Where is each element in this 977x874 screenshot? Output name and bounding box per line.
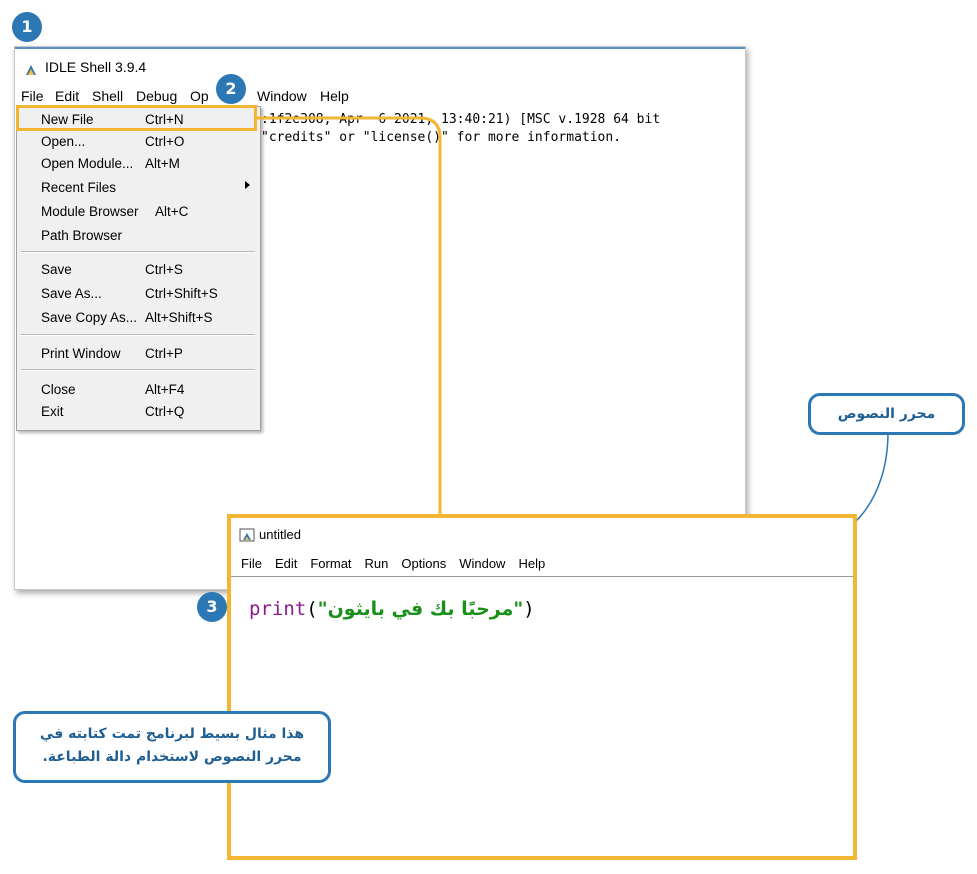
menu-edit[interactable]: Edit bbox=[55, 88, 80, 104]
menu-item-new-file[interactable]: New File Ctrl+N bbox=[17, 109, 260, 131]
submenu-arrow-icon bbox=[245, 181, 250, 189]
step-badge-2: 2 bbox=[216, 74, 246, 104]
menu-item-shortcut: Alt+M bbox=[145, 156, 180, 171]
menu-item-shortcut: Ctrl+S bbox=[145, 262, 183, 277]
document-icon bbox=[239, 528, 255, 542]
menu-separator bbox=[21, 369, 255, 371]
menu-item-label: Exit bbox=[41, 404, 64, 419]
step-badge-3: 3 bbox=[197, 592, 227, 622]
step-badge-1: 1 bbox=[12, 12, 42, 42]
menu-item-path-browser[interactable]: Path Browser bbox=[17, 225, 260, 247]
menu-item-label: Save Copy As... bbox=[41, 310, 138, 325]
example-callout: هذا مثال بسيط لبرنامج تمت كتابته في محرر… bbox=[13, 711, 331, 783]
code-paren-close: ) bbox=[523, 598, 535, 620]
editor-menu-help[interactable]: Help bbox=[518, 556, 546, 571]
menu-item-shortcut: Alt+Shift+S bbox=[145, 310, 213, 325]
new-file-connector bbox=[257, 116, 442, 518]
menu-item-shortcut: Alt+F4 bbox=[145, 382, 185, 397]
menu-item-shortcut: Ctrl+P bbox=[145, 346, 183, 361]
example-callout-line1: هذا مثال بسيط لبرنامج تمت كتابته في bbox=[39, 726, 305, 742]
menu-window[interactable]: Window bbox=[257, 88, 307, 104]
menu-item-label: Recent Files bbox=[41, 180, 117, 195]
menu-item-shortcut: Alt+C bbox=[155, 204, 189, 219]
code-paren-open: ( bbox=[306, 598, 318, 620]
menu-item-label: Module Browser bbox=[41, 204, 139, 219]
menu-shell[interactable]: Shell bbox=[92, 88, 124, 104]
editor-menu-window[interactable]: Window bbox=[459, 556, 506, 571]
menu-item-open[interactable]: Open... Ctrl+O bbox=[17, 131, 260, 153]
shell-banner-line2: "credits" or "license()" for more inform… bbox=[261, 130, 622, 145]
menu-item-label: Print Window bbox=[41, 346, 121, 361]
menu-item-save[interactable]: Save Ctrl+S bbox=[17, 259, 260, 281]
editor-window: untitled File Edit Format Run Options Window H… bbox=[227, 514, 857, 860]
menu-item-module-browser[interactable]: Module Browser Alt+C bbox=[17, 201, 260, 223]
file-menu-dropdown: New File Ctrl+N Open... Ctrl+O Open Modu… bbox=[16, 106, 261, 431]
menu-item-label: Close bbox=[41, 382, 76, 397]
new-file-highlight bbox=[16, 105, 257, 131]
menu-item-shortcut: Ctrl+O bbox=[145, 134, 185, 149]
menu-item-label: Open... bbox=[41, 134, 86, 149]
menu-item-open-module[interactable]: Open Module... Alt+M bbox=[17, 153, 260, 175]
example-callout-line2: محرر النصوص لاستخدام دالة الطباعة. bbox=[42, 749, 302, 765]
menu-item-shortcut: Ctrl+Q bbox=[145, 404, 185, 419]
menu-separator bbox=[21, 251, 255, 253]
editor-menu-format[interactable]: Format bbox=[310, 556, 352, 571]
menu-options[interactable]: Op bbox=[190, 88, 209, 104]
code-string: "مرحبًا بك في بايثون" bbox=[317, 598, 524, 620]
shell-menubar: File Edit Shell Debug Op Window Help bbox=[15, 87, 745, 107]
code-line[interactable]: print("مرحبًا بك في بايثون") bbox=[249, 598, 535, 620]
editor-menubar: File Edit Format Run Options Window Help bbox=[241, 556, 558, 571]
menu-item-label: Save As... bbox=[41, 286, 102, 301]
menu-help[interactable]: Help bbox=[320, 88, 349, 104]
text-editor-callout: محرر النصوص bbox=[808, 393, 965, 435]
menubar-divider bbox=[231, 576, 853, 577]
text-editor-callout-text: محرر النصوص bbox=[837, 406, 936, 422]
editor-menu-options[interactable]: Options bbox=[401, 556, 447, 571]
menu-item-label: Path Browser bbox=[41, 228, 123, 243]
menu-separator bbox=[21, 334, 255, 336]
editor-menu-run[interactable]: Run bbox=[364, 556, 389, 571]
shell-titlebar: IDLE Shell 3.9.4 bbox=[15, 47, 745, 89]
menu-item-label: Save bbox=[41, 262, 72, 277]
menu-item-close[interactable]: Close Alt+F4 bbox=[17, 379, 260, 401]
code-keyword: print bbox=[249, 598, 307, 620]
menu-item-label: Open Module... bbox=[41, 156, 134, 171]
menu-item-save-copy-as[interactable]: Save Copy As... Alt+Shift+S bbox=[17, 307, 260, 329]
menu-item-shortcut: Ctrl+N bbox=[145, 112, 184, 127]
menu-item-recent-files[interactable]: Recent Files bbox=[17, 177, 260, 199]
editor-menu-edit[interactable]: Edit bbox=[274, 556, 298, 571]
menu-item-label: New File bbox=[41, 112, 94, 127]
python-icon bbox=[26, 65, 36, 75]
menu-item-save-as[interactable]: Save As... Ctrl+Shift+S bbox=[17, 283, 260, 305]
menu-item-exit[interactable]: Exit Ctrl+Q bbox=[17, 401, 260, 423]
menu-item-shortcut: Ctrl+Shift+S bbox=[145, 286, 218, 301]
editor-menu-file[interactable]: File bbox=[241, 556, 262, 571]
shell-title: IDLE Shell 3.9.4 bbox=[45, 59, 147, 75]
menu-item-print-window[interactable]: Print Window Ctrl+P bbox=[17, 343, 260, 365]
editor-title: untitled bbox=[259, 527, 301, 542]
menu-debug[interactable]: Debug bbox=[136, 88, 178, 104]
menu-file[interactable]: File bbox=[21, 88, 44, 104]
